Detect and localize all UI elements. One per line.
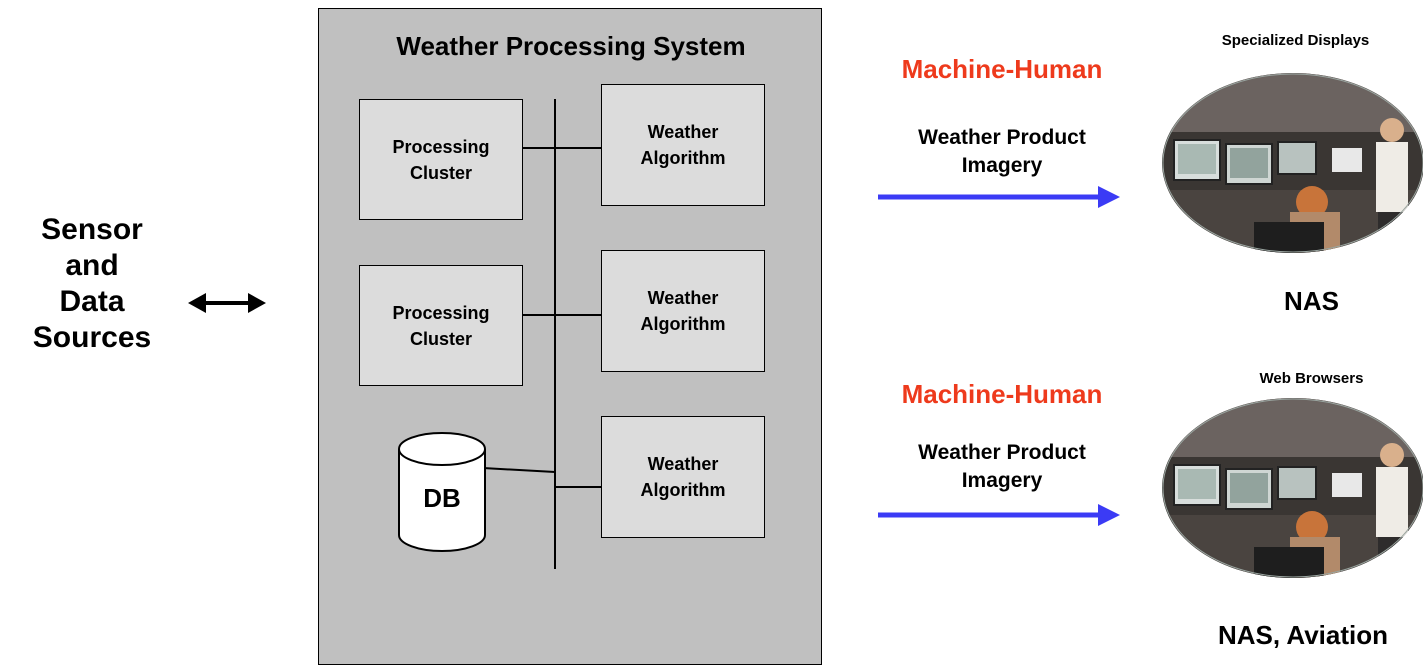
cluster-2-line-1: Processing xyxy=(392,302,490,323)
display-label-2: Web Browsers xyxy=(1259,370,1364,387)
channel-label-2: Machine-Human xyxy=(901,379,1103,409)
algorithm-3-line-1: Weather xyxy=(647,454,719,474)
bidirectional-arrow xyxy=(188,293,266,313)
db-label: DB xyxy=(423,483,461,513)
algorithm-3-line-2: Algorithm xyxy=(640,480,726,500)
product-label-1: Weather Product Imagery xyxy=(862,124,1142,180)
cluster-1-line-1: Processing xyxy=(392,136,490,157)
channel-label-1: Machine-Human xyxy=(901,54,1103,84)
processing-cluster-1: Processing Cluster xyxy=(359,99,523,220)
weather-processing-system: Weather Processing System Processing Clu… xyxy=(318,8,822,665)
weather-algorithm-1: Weather Algorithm xyxy=(601,84,765,206)
sensor-data-sources-label: Sensor and Data Sources xyxy=(12,212,172,356)
weather-algorithm-3: Weather Algorithm xyxy=(601,416,765,538)
algorithm-1-line-2: Algorithm xyxy=(640,148,726,168)
destination-label-2: NAS, Aviation xyxy=(1218,620,1388,650)
control-room-photo-2 xyxy=(1162,398,1423,578)
product-1-line-1: Weather Product xyxy=(918,126,1086,149)
system-bus-lines xyxy=(482,99,601,569)
cluster-2-line-2: Cluster xyxy=(409,328,472,349)
flow-arrow-2 xyxy=(878,504,1120,526)
algorithm-1-line-1: Weather xyxy=(647,122,719,142)
flow-arrow-1 xyxy=(878,186,1120,208)
algorithm-2-line-2: Algorithm xyxy=(640,314,726,334)
display-label-1: Specialized Displays xyxy=(1221,32,1370,49)
algorithm-2-line-1: Weather xyxy=(647,288,719,308)
sources-line-1: Sensor xyxy=(41,213,143,246)
product-1-line-2: Imagery xyxy=(961,154,1043,177)
sources-line-4: Sources xyxy=(32,321,152,354)
destination-label-1: NAS xyxy=(1284,286,1339,316)
product-2-line-1: Weather Product xyxy=(918,441,1086,464)
control-room-photo-1 xyxy=(1162,73,1423,253)
product-2-line-2: Imagery xyxy=(961,469,1043,492)
system-title: Weather Processing System xyxy=(396,31,746,61)
sources-line-2: and xyxy=(65,249,119,282)
database-cylinder-icon xyxy=(398,432,486,552)
cluster-1-line-2: Cluster xyxy=(409,162,472,183)
processing-cluster-2: Processing Cluster xyxy=(359,265,523,386)
product-label-2: Weather Product Imagery xyxy=(862,439,1142,495)
sources-line-3: Data xyxy=(59,285,125,318)
weather-algorithm-2: Weather Algorithm xyxy=(601,250,765,372)
